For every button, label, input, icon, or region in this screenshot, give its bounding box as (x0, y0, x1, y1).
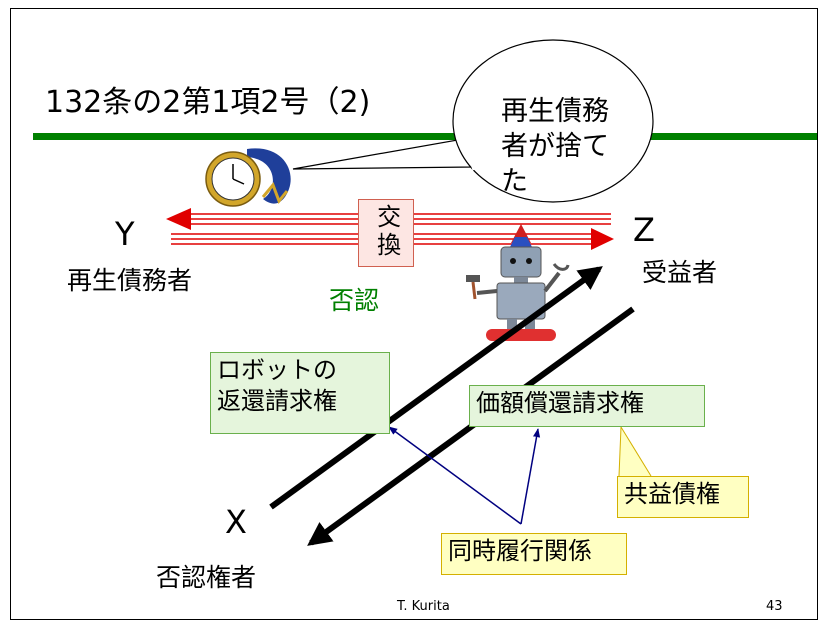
arrow-x-to-z (269, 266, 603, 510)
robot-icon (466, 224, 570, 341)
slide: 132条の2第1項2号（2) 再生債務 者が捨て た 交換 Y 再生債務者 Z … (10, 8, 818, 620)
exchange-label: 交換 (372, 204, 401, 260)
footer-page-number: 43 (766, 599, 783, 614)
party-z-role: 受益者 (642, 258, 718, 287)
title-rule (33, 133, 817, 140)
common-benefit-callout-tail (618, 425, 652, 477)
value-claim-label: 価額償還請求権 (476, 389, 644, 417)
party-x-role: 否認権者 (156, 563, 257, 592)
common-benefit-box: 共益債権 (617, 476, 749, 518)
pointer-to-robot-claim (388, 426, 522, 525)
footer-author: T. Kurita (397, 599, 450, 614)
speech-bubble-text: 再生債務 者が捨て た (501, 94, 631, 199)
robot-claim-line: 返還請求権 (217, 387, 337, 416)
pointer-to-value-claim (520, 428, 541, 525)
party-y-letter: Y (115, 215, 135, 253)
slide-title: 132条の2第1項2号（2) (45, 85, 371, 120)
party-z-letter: Z (633, 211, 655, 249)
speech-bubble (292, 39, 654, 203)
party-y-role: 再生債務者 (67, 266, 193, 295)
denial-label: 否認 (329, 286, 380, 315)
bubble-line: た (501, 166, 528, 198)
exchange-label-box: 交換 (358, 199, 414, 267)
robot-claim-box: ロボットの 返還請求権 (210, 352, 390, 434)
bubble-line: 再生債務 (501, 96, 609, 127)
simultaneous-label: 同時履行関係 (448, 537, 592, 565)
bubble-line: 者が捨て (501, 131, 609, 163)
value-claim-box: 価額償還請求権 (469, 385, 705, 427)
robot-claim-line: ロボットの (217, 356, 337, 384)
pocket-watch-icon (205, 148, 291, 207)
common-benefit-label: 共益債権 (624, 480, 720, 508)
party-x-letter: X (225, 503, 247, 541)
simultaneous-performance-box: 同時履行関係 (441, 533, 627, 575)
